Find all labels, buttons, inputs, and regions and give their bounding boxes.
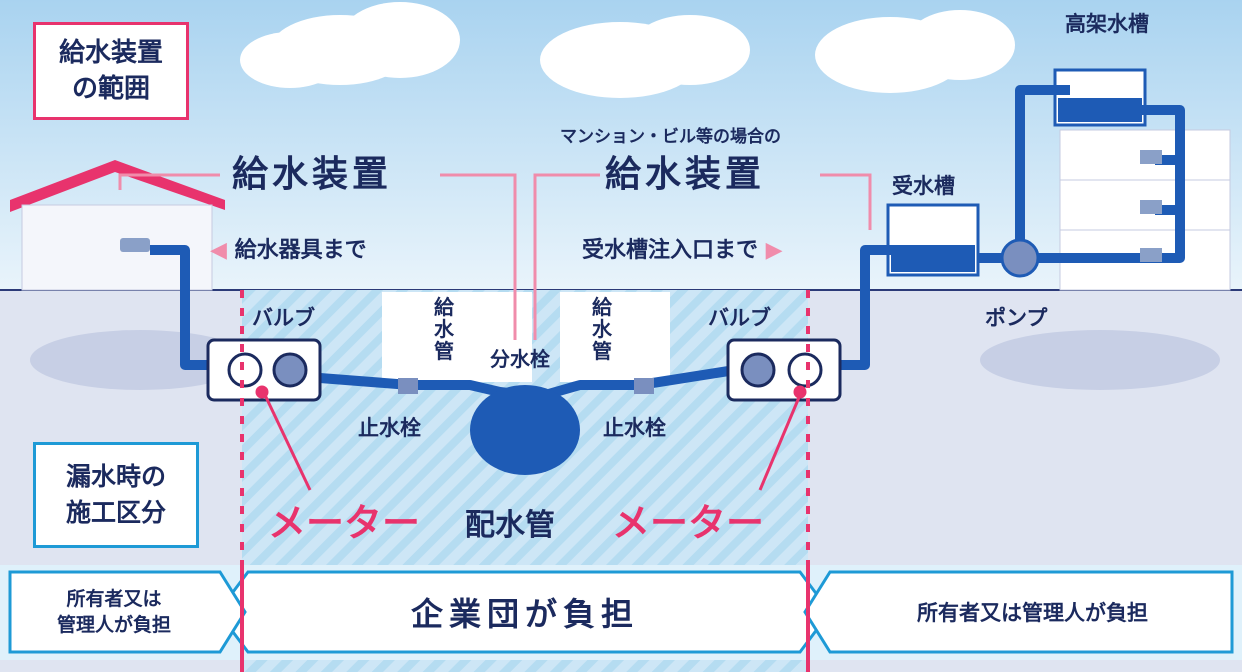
kyusui-right-label: 給水装置 — [605, 154, 766, 195]
meter-box-left — [206, 338, 322, 402]
arrow-left-icon: ◀ — [210, 238, 235, 263]
pump-label: ポンプ — [985, 306, 1048, 330]
stop-valve-left-label: 止水栓 — [358, 416, 421, 440]
to-fixtures-label: ◀ 給水器具まで — [210, 238, 367, 263]
clouds — [240, 2, 1015, 98]
distribution-pipe-label: 配水管 — [465, 508, 555, 543]
kyusui-right-note: マンション・ビル等の場合の — [560, 127, 781, 147]
meter-pointers — [255, 385, 807, 491]
to-tank-inlet-label: 受水槽注入口まで ▶ — [582, 238, 783, 263]
owner-right-label: 所有者又は管理人が負担 — [917, 601, 1148, 625]
valve-left-label: バルブ — [252, 306, 315, 330]
arrow-right-icon: ▶ — [758, 238, 783, 263]
leak-box: 漏水時の 施工区分 — [33, 442, 199, 548]
valve-right-label: バルブ — [708, 306, 771, 330]
scope-brackets — [118, 173, 872, 340]
branch-tap-label: 分水栓 — [490, 347, 550, 371]
pump-icon — [1000, 238, 1040, 278]
meter-left-label: メーター — [268, 501, 421, 545]
scope-box: 給水装置 の範囲 — [33, 22, 189, 120]
distribution-main — [470, 385, 580, 475]
kyusui-left-label: 給水装置 — [232, 154, 393, 195]
meter-box-right — [726, 338, 842, 402]
meter-right-label: メーター — [612, 501, 765, 545]
supply-pipe-left-label: 給水管 — [434, 295, 454, 363]
faucet-icons — [120, 150, 1162, 262]
owner-left-label: 所有者又は 管理人が負担 — [56, 588, 171, 636]
elevated-tank-label: 高架水槽 — [1065, 12, 1149, 36]
company-label: 企業団が負担 — [410, 595, 639, 633]
supply-pipe-right-label: 給水管 — [592, 295, 612, 363]
stop-valve-right-label: 止水栓 — [603, 416, 666, 440]
receiving-tank-label: 受水槽 — [892, 174, 955, 198]
